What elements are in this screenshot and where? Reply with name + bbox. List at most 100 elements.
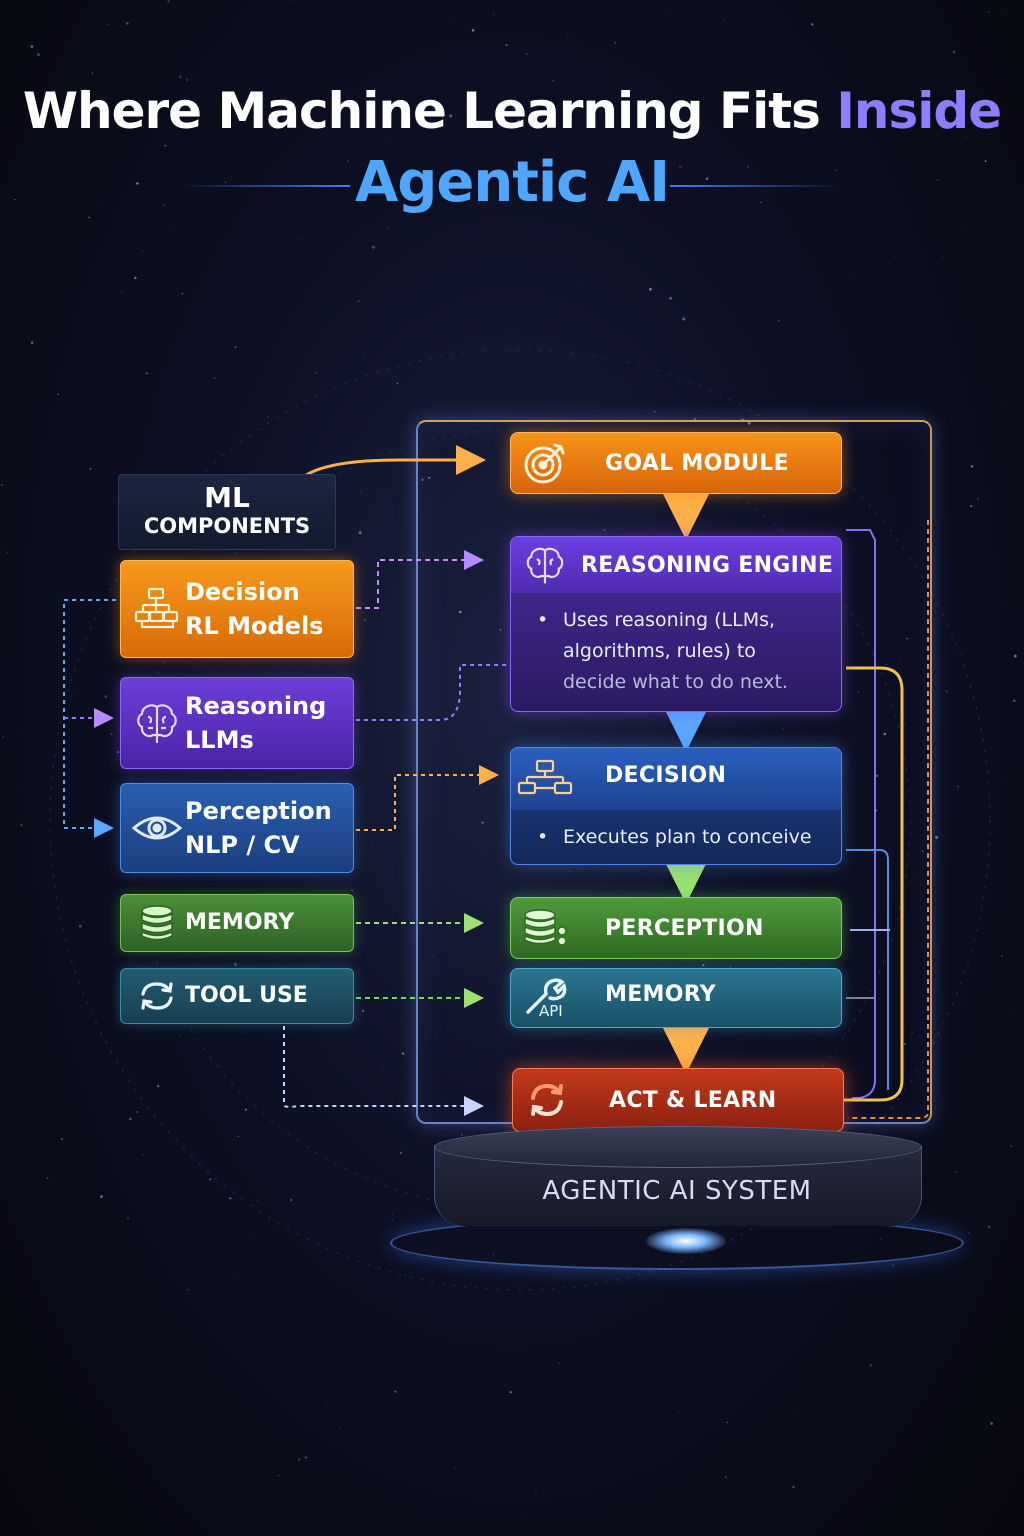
ml-card-decision[interactable]: Decision RL Models xyxy=(120,560,354,658)
star-dot xyxy=(658,1442,660,1443)
ml-card-tool-use[interactable]: TOOL USE xyxy=(120,968,354,1024)
star-dot xyxy=(110,733,113,736)
star-dot xyxy=(46,1177,49,1179)
decision-desc-line-1: Executes plan to conceive xyxy=(563,826,812,848)
star-dot xyxy=(106,23,108,25)
star-dot xyxy=(955,1171,958,1173)
star-dot xyxy=(805,1522,807,1524)
platform-light xyxy=(646,1228,726,1254)
star-dot xyxy=(669,11,671,13)
module-perception[interactable]: PERCEPTION xyxy=(510,897,842,959)
star-dot xyxy=(921,850,924,853)
star-dot xyxy=(970,504,973,508)
module-decision-label: DECISION xyxy=(605,762,727,788)
module-memory[interactable]: API MEMORY xyxy=(510,968,842,1028)
star-dot xyxy=(1006,406,1008,407)
ml-card-perception[interactable]: Perception NLP / CV xyxy=(120,783,354,873)
star-dot xyxy=(162,203,166,207)
star-dot xyxy=(558,1362,560,1364)
sync-arrows-icon xyxy=(129,968,185,1024)
star-dot xyxy=(401,1052,405,1055)
brain-icon xyxy=(129,695,185,751)
star-dot xyxy=(582,284,584,285)
ml-card-reasoning[interactable]: Reasoning LLMs xyxy=(120,677,354,769)
star-dot xyxy=(705,177,709,180)
star-dot xyxy=(364,619,367,622)
star-dot xyxy=(148,1493,150,1495)
flowchart-icon xyxy=(515,751,575,807)
star-dot xyxy=(120,291,123,293)
star-dot xyxy=(526,53,528,55)
star-dot xyxy=(164,144,167,147)
title-divider-right xyxy=(670,185,840,187)
star-dot xyxy=(449,114,453,118)
ml-card-reasoning-line-1: Reasoning xyxy=(185,692,327,720)
module-reasoning-engine[interactable]: REASONING ENGINE Uses reasoning (LLMs, a… xyxy=(510,536,842,712)
star-dot xyxy=(864,428,865,430)
star-dot xyxy=(404,1274,406,1276)
module-decision[interactable]: DECISION Executes plan to conceive xyxy=(510,747,842,865)
star-dot xyxy=(304,1456,307,1459)
star-dot xyxy=(1013,1011,1015,1013)
star-dot xyxy=(988,11,990,13)
star-dot xyxy=(935,835,939,839)
star-dot xyxy=(669,296,672,300)
star-dot xyxy=(20,823,23,827)
star-dot xyxy=(339,1426,342,1429)
module-goal[interactable]: GOAL MODULE xyxy=(510,432,842,494)
star-dot xyxy=(134,276,137,280)
star-dot xyxy=(388,137,391,140)
star-dot xyxy=(505,79,507,81)
cycle-arrows-icon xyxy=(517,1072,577,1128)
feedback-loop-gold xyxy=(794,666,904,1115)
star-dot xyxy=(853,278,855,280)
reasoning-desc-line-1: Uses reasoning (LLMs, xyxy=(563,609,776,631)
star-dot xyxy=(892,652,894,653)
star-dot xyxy=(181,292,184,295)
star-dot xyxy=(461,1134,463,1136)
star-dot xyxy=(106,621,108,623)
star-dot xyxy=(57,393,59,396)
page-title-line-2: Agentic AI xyxy=(354,150,670,215)
star-dot xyxy=(970,464,974,468)
star-dot xyxy=(357,300,360,302)
module-act-learn[interactable]: ACT & LEARN xyxy=(512,1068,844,1132)
star-dot xyxy=(692,1426,694,1429)
star-dot xyxy=(1002,7,1003,9)
star-dot xyxy=(782,728,785,731)
star-dot xyxy=(360,492,362,494)
star-dot xyxy=(777,319,780,322)
star-dot xyxy=(399,1151,403,1155)
star-dot xyxy=(91,72,94,74)
star-dot xyxy=(169,227,171,229)
star-dot xyxy=(892,1264,895,1266)
brain-icon xyxy=(515,537,575,593)
star-dot xyxy=(454,1467,456,1469)
star-dot xyxy=(883,732,887,736)
star-dot xyxy=(277,1474,280,1477)
star-dot xyxy=(534,890,536,892)
star-dot xyxy=(811,23,814,26)
star-dot xyxy=(452,21,454,22)
star-dot xyxy=(136,182,139,185)
star-dot xyxy=(569,870,571,872)
star-dot xyxy=(723,20,725,22)
star-dot xyxy=(299,189,301,191)
decision-tree-icon xyxy=(129,581,185,637)
star-dot xyxy=(945,689,949,693)
star-dot xyxy=(100,1195,103,1199)
star-dot xyxy=(903,1042,907,1046)
star-dot xyxy=(298,239,300,241)
star-dot xyxy=(2,735,4,738)
star-dot xyxy=(899,660,901,661)
star-dot xyxy=(61,1138,63,1140)
star-dot xyxy=(885,663,888,666)
star-dot xyxy=(471,1329,472,1331)
ml-card-memory[interactable]: MEMORY xyxy=(120,894,354,952)
arrow-perception-to-decision xyxy=(356,765,499,831)
star-dot xyxy=(136,1110,139,1114)
star-dot xyxy=(904,722,906,724)
star-dot xyxy=(351,889,354,892)
